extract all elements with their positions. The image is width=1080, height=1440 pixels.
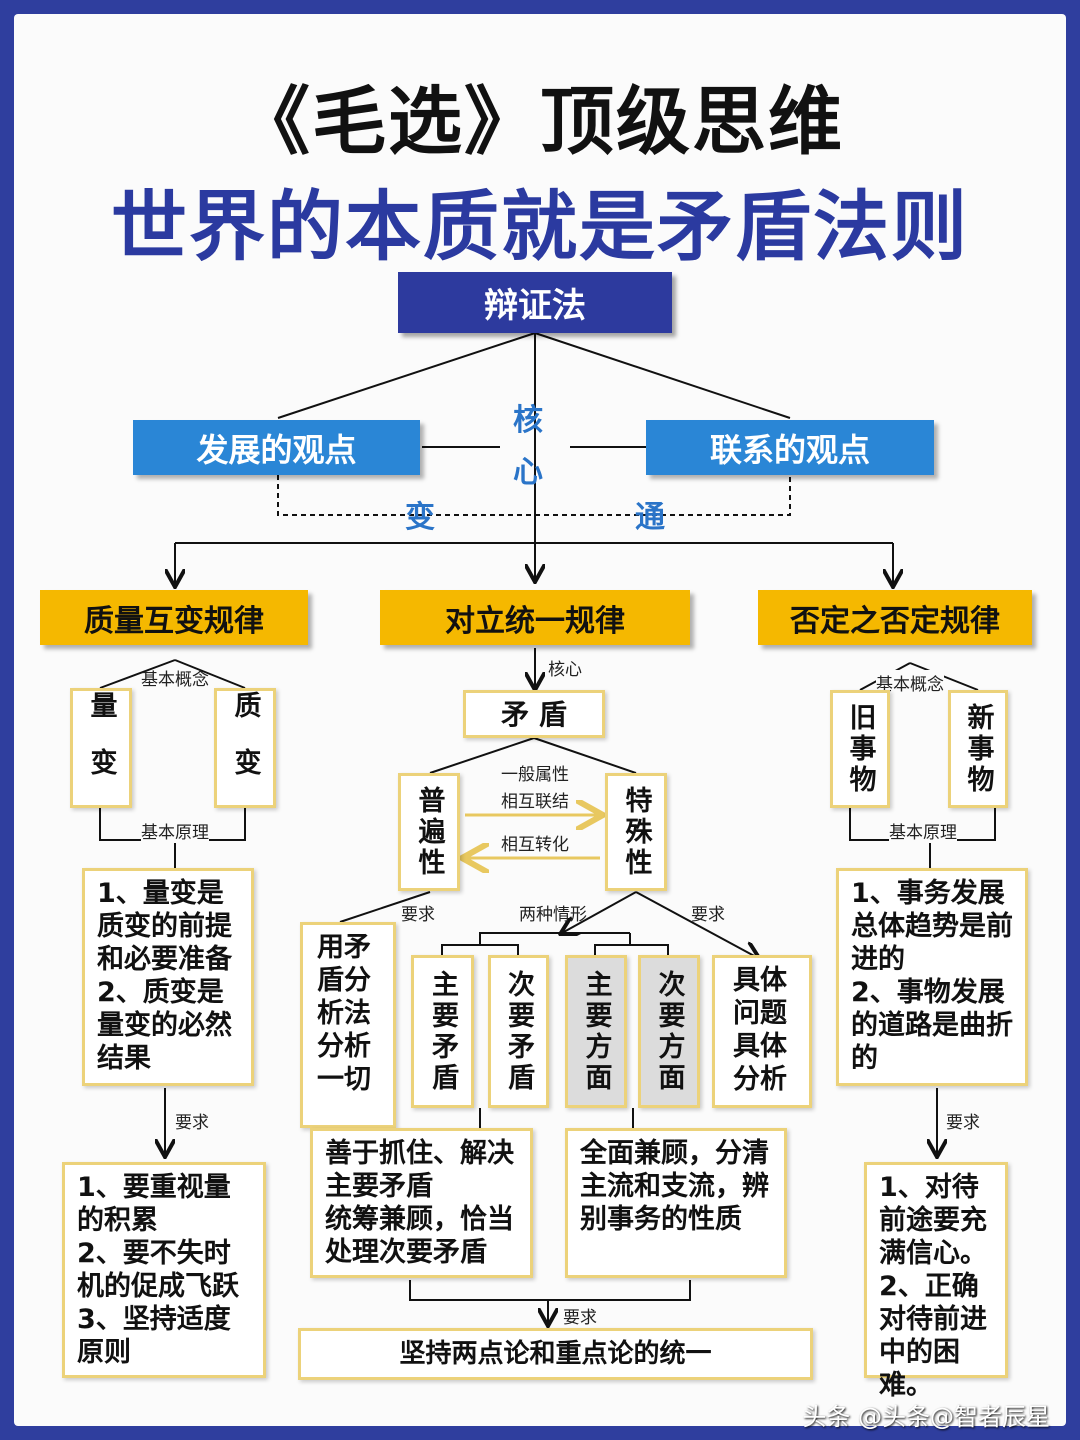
new-things-box: 新事物 (948, 690, 1008, 808)
subtitle: 世界的本质就是矛盾法则 (111, 182, 969, 271)
law-negation: 否定之否定规律 (758, 590, 1032, 645)
relation-transform: 相互转化 (501, 835, 569, 855)
secondary-aspect-box: 次要方面 (638, 955, 700, 1108)
final-conclusion-box: 坚持两点论和重点论的统一 (298, 1328, 813, 1380)
analyze-all-box: 用矛盾分析法分析一切 (300, 922, 396, 1128)
contradiction-box: 矛 盾 (463, 690, 605, 738)
universality-box: 普遍性 (398, 773, 460, 891)
core-label: 核心 (548, 660, 582, 680)
aspect-guide: 全面兼顾，分清主流和支流，辨别事务的性质 (565, 1128, 787, 1278)
concrete-analysis-box: 具体问题具体分析 (712, 955, 812, 1108)
left-principle-label: 基本原理 (141, 818, 209, 843)
relation-connected: 相互联结 (501, 792, 569, 812)
core-char-2: 心 (513, 455, 543, 490)
right-principle-label: 基本原理 (889, 818, 957, 843)
connection-view: 联系的观点 (646, 420, 934, 475)
right-principle-box: 1、事务发展总体趋势是前进的 2、事物发展的道路是曲折的 (836, 868, 1028, 1086)
law-unity-opposites: 对立统一规律 (380, 590, 690, 645)
development-view: 发展的观点 (133, 420, 420, 475)
relation-general: 一般属性 (501, 765, 569, 785)
right-require-label: 要求 (946, 1113, 980, 1133)
root-dialectics: 辩证法 (398, 272, 672, 333)
core-char-1: 核 (513, 403, 543, 438)
main-contradiction-box: 主要矛盾 (411, 955, 474, 1108)
main-aspect-box: 主要方面 (565, 955, 627, 1108)
require-right-label: 要求 (691, 905, 725, 925)
two-cases-label: 两种情形 (519, 905, 587, 925)
particularity-box: 特殊性 (605, 773, 667, 891)
left-require-label: 要求 (175, 1113, 209, 1133)
title: 《毛选》顶级思维 (236, 79, 844, 165)
old-things-box: 旧事物 (830, 690, 890, 808)
secondary-contradiction-box: 次要矛盾 (488, 955, 549, 1108)
require-bottom-label: 要求 (563, 1308, 597, 1328)
qualitative-change-box: 质变 (214, 688, 276, 808)
connect-label: 通 (635, 500, 665, 535)
left-require-box: 1、要重视量的积累 2、要不失时机的促成飞跃 3、坚持适度原则 (62, 1162, 266, 1378)
change-label: 变 (405, 500, 435, 535)
right-require-box: 1、对待前途要充满信心。 2、正确对待前进中的困难。 (864, 1162, 1008, 1401)
quantitative-change-box: 量变 (70, 688, 132, 808)
watermark: 头条 @头条@智者辰星 (802, 1403, 1050, 1431)
law-quantity-quality: 质量互变规律 (40, 590, 308, 645)
main-contradiction-guide: 善于抓住、解决主要矛盾 统筹兼顾，恰当处理次要矛盾 (310, 1128, 533, 1278)
left-principle-box: 1、量变是质变的前提和必要准备 2、质变是量变的必然结果 (82, 868, 254, 1086)
require-left-label: 要求 (401, 905, 435, 925)
left-concept-label: 基本概念 (141, 670, 209, 690)
